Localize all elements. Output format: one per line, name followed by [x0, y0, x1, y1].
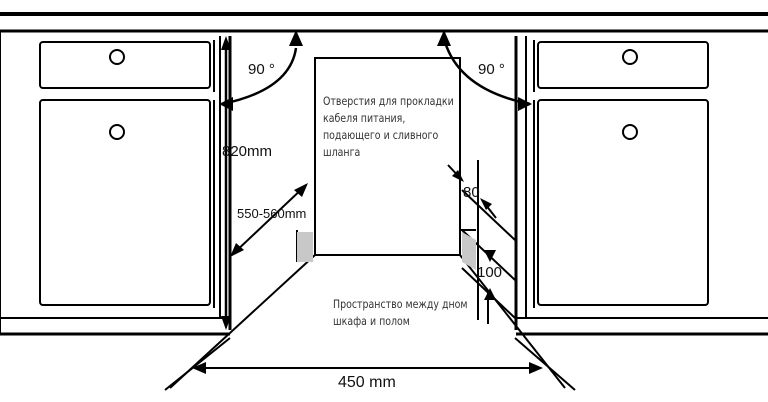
angle-label-right: 90 °	[478, 61, 505, 78]
dim-100-label: 100	[477, 264, 503, 281]
right-cutout-shade	[462, 232, 476, 270]
cable-holes-note: Отверстия для прокладки кабеля питания, …	[323, 94, 454, 159]
angle-arc-right	[443, 41, 531, 106]
plinth-space-note: Пространство между дном шкафа и полом	[333, 297, 468, 328]
left-cabinet	[0, 31, 232, 336]
angle-arc-left	[221, 47, 298, 106]
left-cutout-shade	[297, 232, 313, 262]
angle-label-left: 90 °	[248, 61, 275, 78]
right-cabinet	[514, 36, 768, 336]
height-label: 820mm	[222, 143, 273, 160]
width-label: 450 mm	[338, 374, 396, 391]
depth-dimension-line	[231, 184, 307, 256]
dim-80-label: 80	[463, 184, 480, 201]
depth-label: 550-560mm	[237, 206, 307, 221]
